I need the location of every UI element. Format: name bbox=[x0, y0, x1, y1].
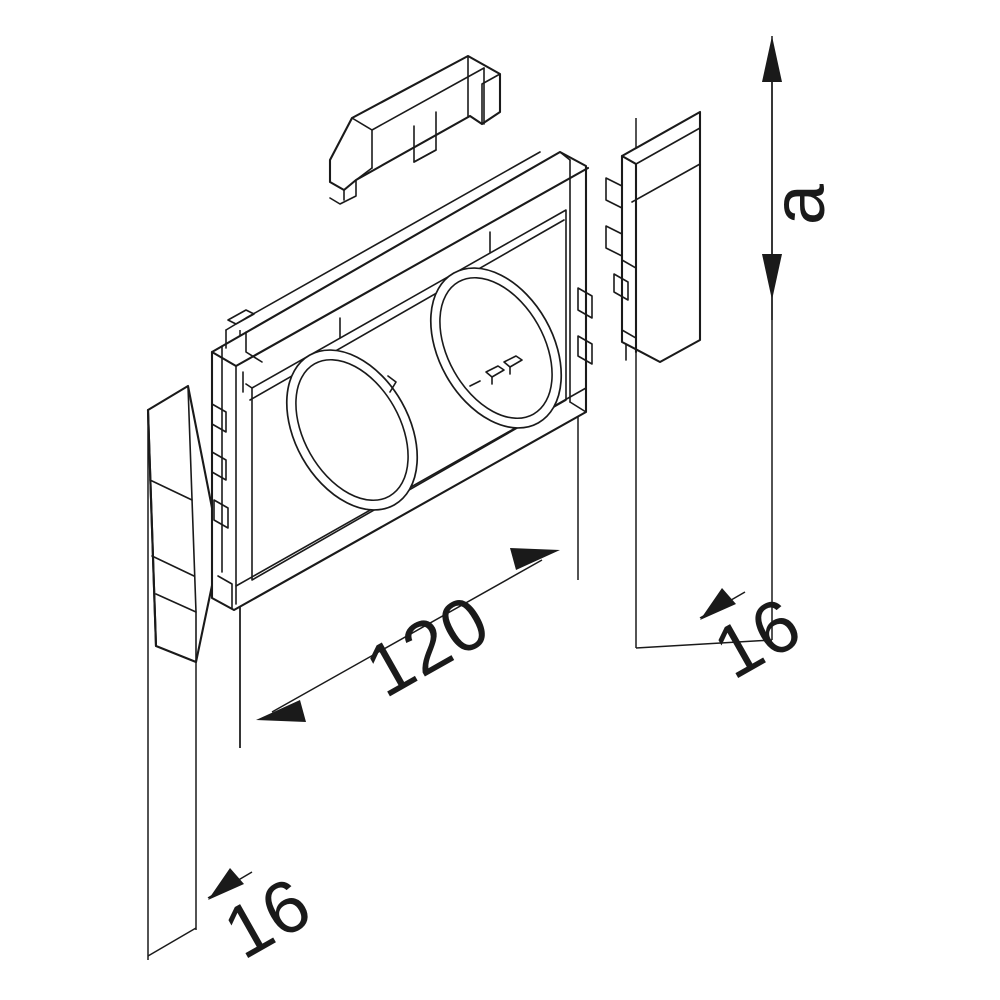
dimension-16-right: 16 bbox=[635, 581, 815, 695]
right-end-cap bbox=[605, 110, 702, 364]
dimension-16-left: 16 bbox=[147, 861, 325, 975]
clip-bracket bbox=[328, 54, 502, 205]
dimension-120: 120 bbox=[256, 548, 560, 722]
dimension-a-label: a bbox=[757, 183, 840, 225]
dimension-120-label: 120 bbox=[352, 579, 503, 714]
dimension-a: a bbox=[757, 36, 840, 300]
outlet-openings bbox=[285, 267, 563, 511]
left-end-cap bbox=[146, 384, 216, 664]
